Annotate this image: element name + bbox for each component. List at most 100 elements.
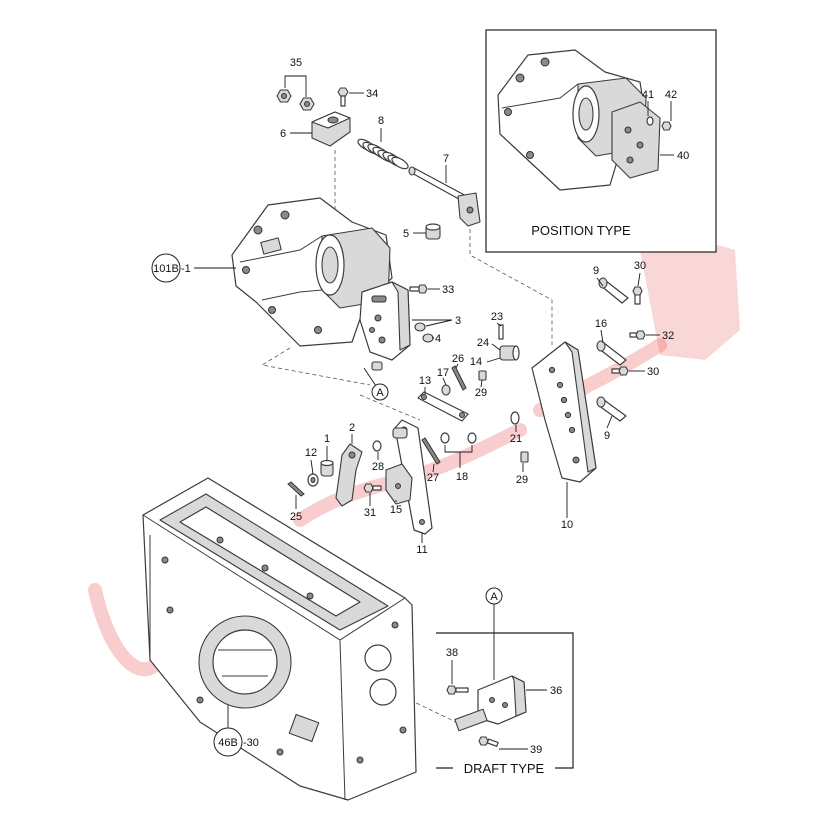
callout-31: 31 <box>364 507 376 519</box>
callout-38: 38 <box>446 647 458 659</box>
collar-part <box>371 361 383 371</box>
callout-40: 40 <box>677 150 689 162</box>
callout-39: 39 <box>530 744 542 756</box>
callout-34: 34 <box>366 88 378 100</box>
reference-suffix-30: -30 <box>243 737 259 749</box>
shaft-7 <box>408 166 481 227</box>
callout-21: 21 <box>510 433 522 445</box>
leader-16 <box>600 329 604 344</box>
reference-code-46B: 46B <box>218 737 238 749</box>
washer-12 <box>307 473 319 487</box>
plate-15 <box>385 463 413 505</box>
callout-17: 17 <box>437 367 449 379</box>
spring-8 <box>357 138 409 170</box>
leader-35 <box>284 75 307 97</box>
bushing-5 <box>425 223 441 240</box>
section-mark-a-upper: A <box>363 367 389 401</box>
callout-36: 36 <box>550 685 562 697</box>
bushing-4 <box>414 322 434 343</box>
pin-23 <box>498 324 504 340</box>
nut-35 <box>276 89 315 111</box>
draft-type-box: DRAFT TYPE <box>436 632 574 776</box>
callout-30-middle: 30 <box>647 366 659 378</box>
position-type-box: POSITION TYPE <box>485 29 717 253</box>
pin-27 <box>421 437 441 465</box>
lever-2 <box>335 443 363 507</box>
pin-1 <box>320 459 334 477</box>
leader-24 <box>491 343 501 351</box>
nut-17 <box>441 384 451 396</box>
pin-16 <box>596 340 627 366</box>
callout-1: 1 <box>324 433 330 445</box>
leader-23 <box>496 322 502 327</box>
pin-25 <box>287 481 305 497</box>
assembly-lines <box>260 150 553 726</box>
callout-9-upper: 9 <box>593 265 599 277</box>
leader-9-lower <box>606 415 613 429</box>
callout-32: 32 <box>662 330 674 342</box>
bracket-36 <box>454 675 527 732</box>
bolt-42 <box>661 121 672 131</box>
rings-18 <box>440 432 477 444</box>
callout-9-lower: 9 <box>604 430 610 442</box>
callout-13: 13 <box>419 375 431 387</box>
callout-15: 15 <box>390 504 402 516</box>
ring-21 <box>510 411 520 425</box>
washer-41 <box>646 116 654 126</box>
leader-26 <box>455 363 459 369</box>
bracket-plate-3 <box>359 281 411 361</box>
callout-24: 24 <box>477 337 489 349</box>
bushing-14 <box>499 345 520 361</box>
bolt-30-upper <box>632 286 643 305</box>
callout-3: 3 <box>455 315 461 327</box>
callout-6: 6 <box>280 128 286 140</box>
link-13 <box>417 391 469 422</box>
callout-11: 11 <box>416 544 427 556</box>
callout-10: 10 <box>561 519 573 531</box>
position-type-title: POSITION TYPE <box>531 223 631 238</box>
callout-41: 41 <box>642 89 654 101</box>
callout-25: 25 <box>290 511 302 523</box>
leader-12 <box>310 459 314 475</box>
leader-27 <box>432 463 435 473</box>
section-mark-label: A <box>376 387 384 399</box>
reference-46B: 46B -30 <box>213 705 259 757</box>
pin-9-lower <box>596 396 627 422</box>
leader-30-upper <box>637 272 641 287</box>
reference-code-101B: 101B <box>153 263 179 275</box>
callout-28: 28 <box>372 461 384 473</box>
callout-labels: 35 34 6 8 7 5 33 3 4 9 30 23 24 16 32 26… <box>280 57 689 756</box>
section-mark-a-lower: A <box>485 587 503 680</box>
callout-8: 8 <box>378 115 384 127</box>
spring-pin-26 <box>451 365 467 391</box>
callout-26: 26 <box>452 353 464 365</box>
callout-35: 35 <box>290 57 302 69</box>
callout-2: 2 <box>349 422 355 434</box>
bolt-29-upper <box>478 370 487 381</box>
callout-16: 16 <box>595 318 607 330</box>
callout-30-upper: 30 <box>634 260 646 272</box>
callout-27: 27 <box>427 472 439 484</box>
bolt-30-middle <box>611 366 629 376</box>
callout-14: 14 <box>470 356 482 368</box>
link-10 <box>531 341 597 483</box>
bracket-40 <box>611 101 661 179</box>
leader-3 <box>412 319 453 327</box>
transmission-case-30 <box>142 477 417 801</box>
leader-29-upper <box>480 379 483 388</box>
callout-7: 7 <box>443 153 449 165</box>
leader-18 <box>444 445 473 468</box>
leader-9-upper <box>596 277 604 287</box>
bolt-38 <box>446 685 469 695</box>
reference-suffix-1: -1 <box>181 263 191 275</box>
bolt-33 <box>409 284 428 294</box>
bolt-31 <box>363 483 382 493</box>
bracket-6 <box>311 111 351 147</box>
callout-23: 23 <box>491 311 503 323</box>
bolt-32 <box>629 330 646 340</box>
pin-9-upper <box>598 277 629 304</box>
leader-17 <box>442 377 447 386</box>
bolt-29-lower <box>520 451 529 463</box>
draft-type-title: DRAFT TYPE <box>464 761 545 776</box>
callout-5: 5 <box>403 228 409 240</box>
